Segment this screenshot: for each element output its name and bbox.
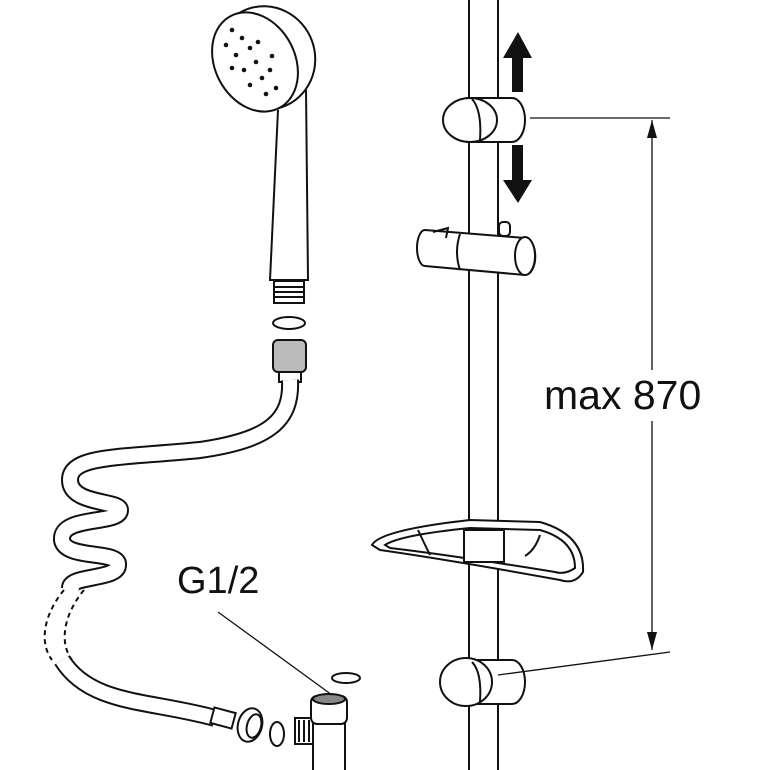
thread-leader-line (217, 611, 333, 696)
hose-washer (269, 721, 285, 747)
spray-nozzles (223, 27, 279, 97)
wall-valve (294, 693, 348, 770)
thread-size-label: G1/2 (177, 560, 260, 602)
soap-dish (370, 518, 585, 583)
shower-hose (43, 379, 300, 743)
thread (273, 280, 305, 304)
up-arrow-icon (503, 32, 532, 92)
max-height-label: max 870 (544, 370, 702, 421)
down-arrow-icon (503, 145, 532, 203)
valve-washer (331, 672, 361, 684)
washer (272, 316, 306, 330)
upper-wall-bracket (442, 97, 526, 143)
hose-nut (272, 339, 307, 383)
lower-wall-bracket (439, 657, 526, 707)
shower-holder-slider (416, 221, 537, 277)
hand-shower (211, 5, 317, 304)
